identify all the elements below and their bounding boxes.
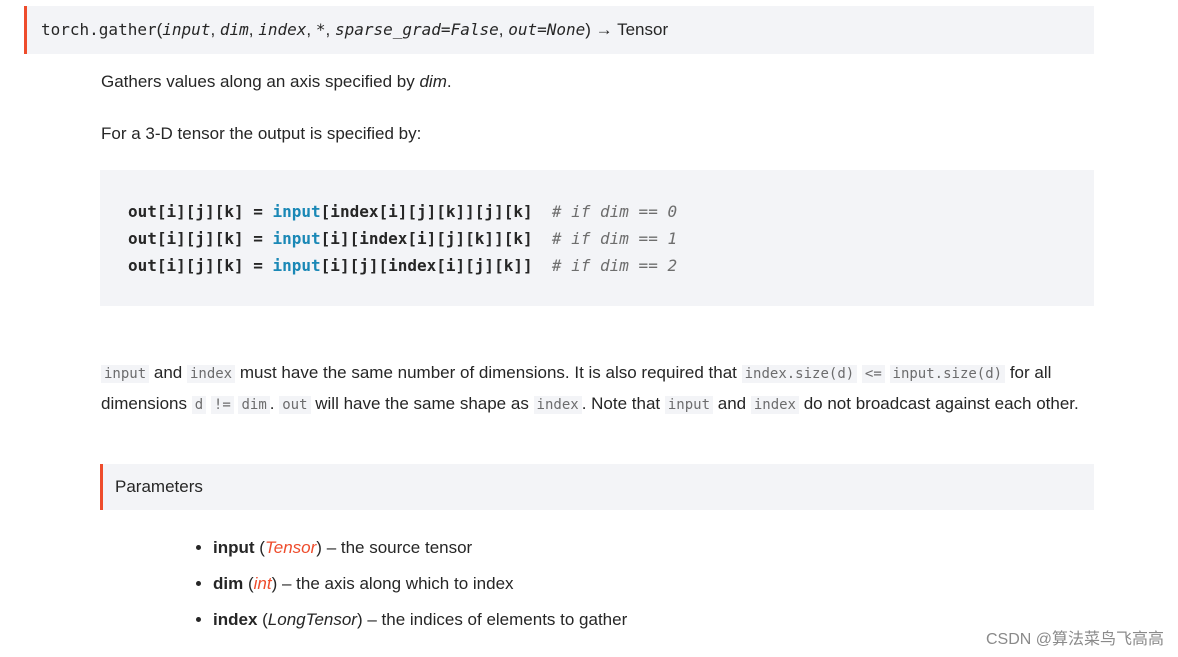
code: out[i][j][k] = [128, 229, 273, 248]
list-item: index (LongTensor) – the indices of elem… [213, 602, 627, 638]
param-desc: – the axis along which to index [277, 574, 514, 593]
inline-code: != [210, 396, 234, 414]
text: and [149, 363, 187, 382]
return-type: Tensor [617, 20, 669, 39]
arrow-icon: → [595, 20, 613, 39]
function-signature: torch.gather(input, dim, index, *, spars… [24, 6, 1094, 54]
arg: * [315, 20, 326, 39]
inline-code: out [279, 396, 311, 414]
comment: # if dim == 1 [551, 229, 678, 248]
text: dim [419, 72, 447, 91]
param-name: index [213, 610, 258, 629]
text: Gathers values along an axis specified b… [101, 72, 420, 91]
code-line: out[i][j][k] = input[i][j][index[i][j][k… [128, 252, 1094, 279]
text: and [713, 394, 751, 413]
arg: index [258, 20, 307, 39]
parameters-header: Parameters [100, 464, 1094, 510]
inline-code: index [533, 396, 582, 414]
code: input [272, 229, 321, 248]
inline-code: input [664, 396, 714, 414]
text: do not broadcast against each other. [799, 394, 1079, 413]
text: for all dimensions [101, 363, 1052, 413]
text: . [269, 394, 280, 413]
inline-code: d [191, 396, 207, 414]
arg: out=None [508, 20, 586, 39]
list-item: dim (int) – the axis along which to inde… [213, 566, 627, 602]
paragraph: input and index must have the same numbe… [101, 358, 1091, 420]
inline-code: dim [238, 396, 270, 414]
code: input [272, 202, 321, 221]
comment: # if dim == 0 [551, 202, 678, 221]
param-desc: – the indices of elements to gather [362, 610, 628, 629]
description-2: For a 3-D tensor the output is specified… [101, 124, 422, 143]
param-name: dim [213, 574, 244, 593]
text: . Note that [581, 394, 665, 413]
code: out[i][j][k] = [128, 202, 273, 221]
param-type: LongTensor [267, 610, 357, 629]
parameters-list: input (Tensor) – the source tensor dim (… [190, 530, 627, 638]
inline-code: input [101, 365, 150, 383]
code: [index[i][j][k]][j][k] [320, 202, 552, 221]
inline-code: input.size(d) [889, 365, 1006, 383]
param-name: input [213, 538, 255, 557]
comment: # if dim == 2 [551, 256, 678, 275]
text: must have the same number of dimensions.… [235, 363, 742, 382]
function-name: torch.gather [41, 20, 157, 39]
code-line: out[i][j][k] = input[i][index[i][j][k]][… [128, 225, 1094, 252]
inline-code: <= [861, 365, 885, 383]
code: [i][index[i][j][k]][k] [320, 229, 552, 248]
code-block: out[i][j][k] = input[index[i][j][k]][j][… [100, 170, 1094, 306]
code: input [272, 256, 321, 275]
inline-code: index [750, 396, 799, 414]
param-type-link[interactable]: Tensor [264, 538, 317, 557]
param-desc: – the source tensor [321, 538, 473, 557]
arg: sparse_grad=False [334, 20, 499, 39]
text: will have the same shape as [310, 394, 534, 413]
text [885, 363, 890, 382]
inline-code: index.size(d) [741, 365, 858, 383]
code: out[i][j][k] = [128, 256, 273, 275]
description: Gathers values along an axis specified b… [101, 72, 1091, 92]
inline-code: index [186, 365, 236, 383]
param-type-link[interactable]: int [253, 574, 272, 593]
arg: input [162, 20, 211, 39]
list-item: input (Tensor) – the source tensor [213, 530, 627, 566]
code: [i][j][index[i][j][k]] [320, 256, 552, 275]
code-line: out[i][j][k] = input[index[i][j][k]][j][… [128, 198, 1094, 225]
paren: ( [156, 20, 163, 39]
text: . [446, 72, 452, 91]
paren: ) [585, 20, 591, 39]
arg: dim [219, 20, 249, 39]
watermark: CSDN @算法菜鸟飞高高 [985, 631, 1164, 648]
